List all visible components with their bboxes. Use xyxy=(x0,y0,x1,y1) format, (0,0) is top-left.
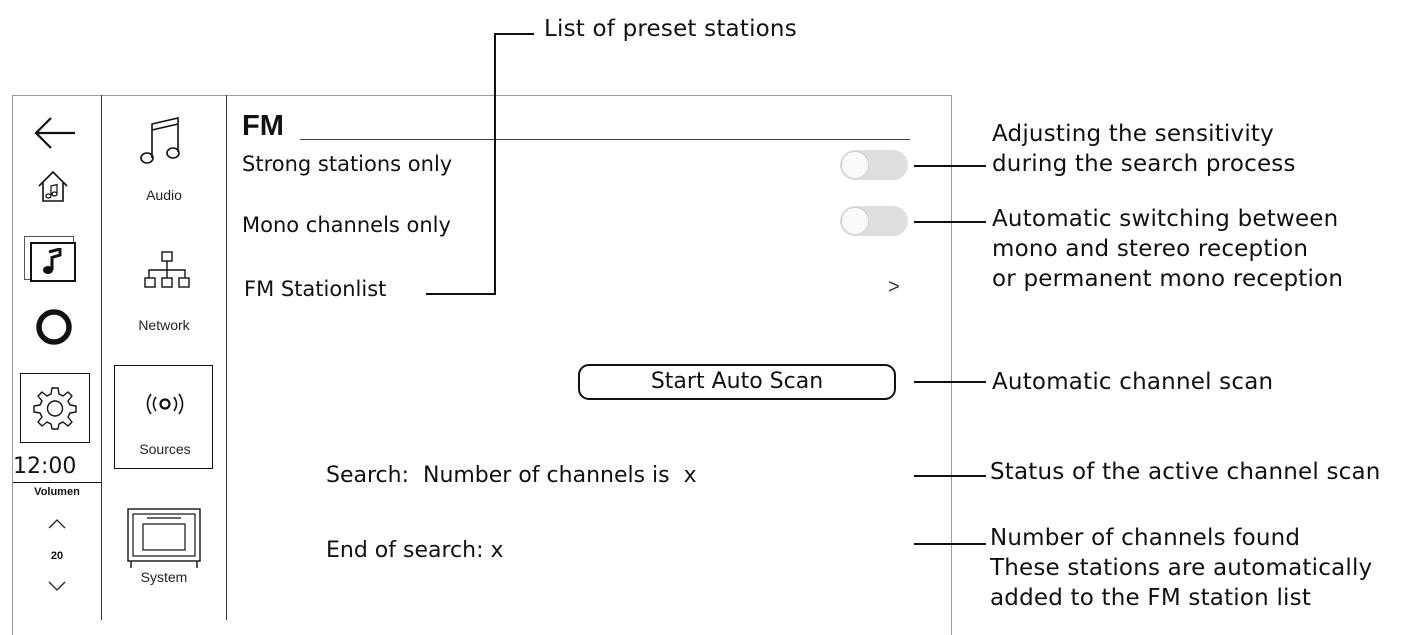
callout-line xyxy=(494,34,496,294)
start-auto-scan-button[interactable]: Start Auto Scan xyxy=(578,364,896,400)
category-network-label: Network xyxy=(138,317,190,333)
annotation-scan-status: Status of the active channel scan xyxy=(990,459,1381,485)
category-column-divider xyxy=(226,95,227,620)
annotation-preset-list: List of preset stations xyxy=(544,16,797,42)
callout-line xyxy=(426,293,496,295)
music-notes-icon xyxy=(140,116,180,164)
chevron-right-icon: > xyxy=(888,276,900,298)
annotation-channels-found: Number of channels found These stations … xyxy=(990,525,1373,611)
gear-icon xyxy=(33,387,77,430)
annotation-auto-scan: Automatic channel scan xyxy=(992,369,1274,395)
annotation-mono-switch: Automatic switching between mono and ste… xyxy=(992,206,1344,292)
strong-stations-label: Strong stations only xyxy=(242,152,453,176)
chevron-down-icon xyxy=(48,581,66,591)
category-audio-label: Audio xyxy=(146,187,182,203)
device-icon xyxy=(127,508,201,568)
category-network[interactable]: Network xyxy=(102,240,226,340)
back-button[interactable] xyxy=(30,112,80,154)
category-audio[interactable]: Audio xyxy=(102,100,226,210)
back-arrow-icon xyxy=(34,117,75,149)
mono-channels-label: Mono channels only xyxy=(242,213,451,237)
music-note-icon xyxy=(43,248,62,274)
callout-line xyxy=(914,381,986,383)
annotation-sensitivity: Adjusting the sensitivity during the sea… xyxy=(992,121,1296,177)
broadcast-icon xyxy=(146,393,184,415)
chevron-up-icon xyxy=(48,519,66,529)
category-system[interactable]: System xyxy=(102,500,226,600)
search-status-text: Search: Number of channels is x xyxy=(326,463,697,488)
volume-value: 20 xyxy=(50,550,64,562)
volume-label: Volumen xyxy=(34,486,80,498)
toggle-knob xyxy=(841,207,869,235)
home-music-icon xyxy=(38,170,68,202)
category-sources[interactable]: Sources xyxy=(114,365,213,469)
callout-line xyxy=(914,165,986,167)
alexa-button[interactable] xyxy=(33,306,75,348)
volume-up-button[interactable] xyxy=(42,514,72,534)
fm-stationlist-row[interactable]: FM Stationlist > xyxy=(242,273,910,307)
page-title: FM xyxy=(242,110,284,142)
device-screen xyxy=(12,95,952,635)
category-sources-label: Sources xyxy=(139,441,191,457)
network-icon xyxy=(144,251,190,288)
alexa-ring-icon xyxy=(36,309,72,345)
callout-line xyxy=(914,543,986,545)
clock: 12:00 xyxy=(13,454,77,479)
music-button[interactable] xyxy=(24,236,79,284)
fm-stationlist-label: FM Stationlist xyxy=(244,277,387,301)
nav-column-divider xyxy=(101,95,102,620)
home-button[interactable] xyxy=(33,166,73,206)
mono-channels-toggle[interactable] xyxy=(840,206,908,236)
end-of-search-text: End of search: x xyxy=(326,538,504,563)
strong-stations-toggle[interactable] xyxy=(840,150,908,180)
toggle-knob xyxy=(841,151,869,179)
callout-line xyxy=(914,475,986,477)
settings-button[interactable] xyxy=(20,373,90,443)
clock-underline xyxy=(13,482,101,483)
callout-line xyxy=(914,221,986,223)
volume-down-button[interactable] xyxy=(42,576,72,596)
music-icon-frame xyxy=(30,242,76,282)
callout-line xyxy=(494,33,534,35)
title-underline xyxy=(300,139,910,140)
category-system-label: System xyxy=(140,569,188,585)
